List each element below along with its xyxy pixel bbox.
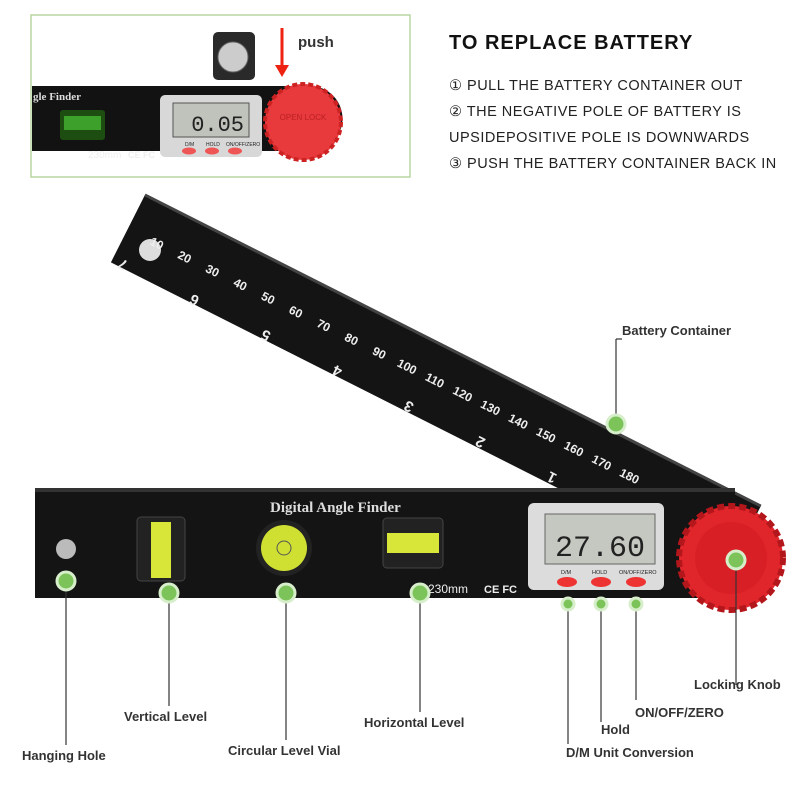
horizontal-level-vial xyxy=(387,533,439,553)
ruler-number: 70 xyxy=(314,316,333,335)
device-brand: Digital Angle Finder xyxy=(270,500,401,516)
ruler-number: 30 xyxy=(203,262,222,281)
battery-inset: gle Finder 230mm CE FC 0.05 D/M HOLD ON/OF… xyxy=(30,14,411,178)
inset-size: 230mm xyxy=(88,150,121,161)
push-label: push xyxy=(298,34,334,51)
button-label: HOLD xyxy=(592,570,607,576)
callout-hanging-hole: Hanging Hole xyxy=(22,748,106,763)
callout-lines xyxy=(65,338,737,745)
instruction-step: ② THE NEGATIVE POLE OF BATTERY IS xyxy=(449,104,742,120)
lcd-display: 27.60 xyxy=(555,532,645,566)
ruler-number: 90 xyxy=(370,344,389,363)
hanging-hole xyxy=(56,539,76,559)
callout-locking-knob: Locking Knob xyxy=(694,677,781,692)
callout-battery-container: Battery Container xyxy=(622,323,732,338)
callout-vertical-level: Vertical Level xyxy=(124,709,208,724)
button-label: D/M xyxy=(561,570,572,576)
ruler-number: 40 xyxy=(231,275,250,294)
callout-horizontal-level: Horizontal Level xyxy=(364,715,465,730)
callout-circular-level: Circular Level Vial xyxy=(228,743,341,758)
on-off-zero-button[interactable] xyxy=(626,577,646,587)
callout-dots xyxy=(55,413,747,612)
main-body: Digital Angle Finder 230mm CE FC 27.60 D… xyxy=(35,488,786,613)
ruler-hole xyxy=(139,239,161,261)
callout-hold: Hold xyxy=(601,722,630,737)
ruler-number: 60 xyxy=(287,303,306,322)
inset-btn-label: HOLD xyxy=(206,142,220,148)
instruction-step: ③ PUSH THE BATTERY CONTAINER BACK IN xyxy=(449,156,777,172)
circular-level-vial xyxy=(261,525,307,571)
ruler-number: 20 xyxy=(175,248,194,267)
inset-btn-label: D/M xyxy=(185,142,194,148)
callout-on-off-zero: ON/OFF/ZERO xyxy=(635,705,724,720)
instruction-step: ① PULL THE BATTERY CONTAINER OUT xyxy=(449,78,743,94)
vertical-level-vial xyxy=(151,522,171,578)
button-label: ON/OFF/ZERO xyxy=(619,570,657,576)
inset-marks: CE FC xyxy=(128,150,156,160)
instruction-step: UPSIDEPOSITIVE POLE IS DOWNWARDS xyxy=(449,130,750,146)
device-marks: CE FC xyxy=(484,584,517,596)
ruler-number: 80 xyxy=(342,330,361,349)
callout-dm-unit: D/M Unit Conversion xyxy=(566,745,694,760)
inset-display: 0.05 xyxy=(191,113,244,138)
ruler-number: 10 xyxy=(148,234,167,253)
inset-btn-label: ON/OFF/ZERO xyxy=(226,142,260,148)
instructions-title: TO REPLACE BATTERY xyxy=(449,32,694,54)
device-size: 230mm xyxy=(428,582,468,596)
inset-brand: gle Finder xyxy=(33,91,81,103)
hold-button[interactable] xyxy=(591,577,611,587)
dm-button[interactable] xyxy=(557,577,577,587)
ruler-number: 50 xyxy=(259,289,278,308)
inset-knob-text: OPEN LOCK xyxy=(280,113,327,122)
